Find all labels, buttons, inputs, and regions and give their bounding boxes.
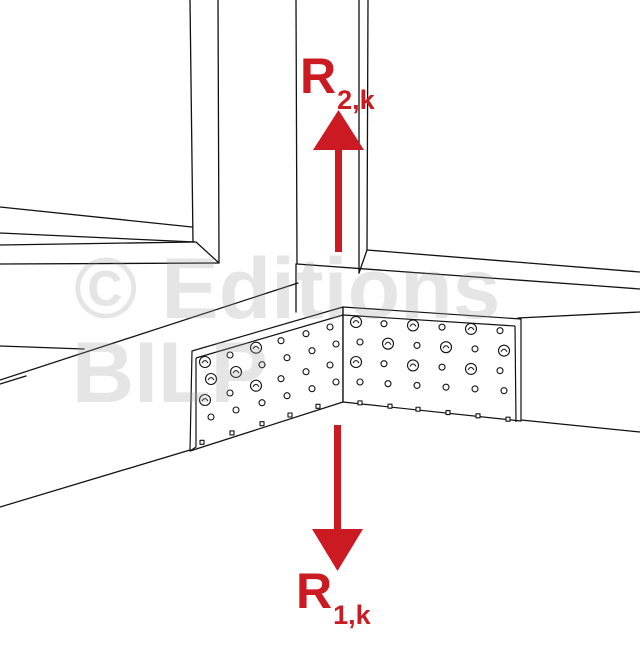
vertical-post bbox=[189, 0, 369, 274]
nail-head bbox=[406, 319, 420, 332]
edge-notch bbox=[445, 409, 451, 416]
edge-notch bbox=[259, 421, 265, 427]
nail-head-mark bbox=[467, 367, 475, 371]
nail-head-mark bbox=[467, 327, 475, 331]
plate-hole bbox=[442, 383, 450, 391]
edge-notch bbox=[475, 413, 481, 419]
plate-hole bbox=[326, 361, 334, 369]
plate-hole bbox=[413, 381, 421, 389]
plate-hole bbox=[283, 354, 291, 362]
plate-hole bbox=[232, 406, 240, 414]
plate-hole bbox=[380, 320, 388, 328]
nail-head bbox=[406, 359, 420, 372]
plate-hole bbox=[258, 361, 266, 369]
plate-hole bbox=[356, 378, 364, 386]
nail-head bbox=[349, 355, 363, 369]
force-arrow-down bbox=[312, 425, 363, 571]
edge-notch bbox=[415, 406, 421, 412]
nail-head-mark bbox=[352, 360, 360, 364]
nail-head-mark bbox=[201, 360, 209, 364]
nail-head bbox=[249, 379, 263, 392]
force-arrow-up bbox=[313, 110, 364, 252]
nail-head bbox=[229, 365, 243, 379]
nail-head-mark bbox=[500, 348, 508, 353]
nail-head bbox=[249, 341, 263, 354]
plate-hole bbox=[413, 341, 421, 349]
plate-hole bbox=[384, 380, 392, 388]
edge-notch bbox=[357, 400, 363, 406]
plate-hole bbox=[283, 392, 291, 400]
nail-head-mark bbox=[207, 377, 215, 381]
nail-head-mark bbox=[442, 345, 450, 349]
edge-notch bbox=[199, 439, 205, 445]
plate-hole bbox=[308, 347, 316, 355]
plate-hole bbox=[308, 385, 316, 393]
plate-hole bbox=[356, 338, 364, 346]
plate-hole bbox=[226, 389, 234, 397]
force-symbol-bottom: R bbox=[296, 563, 333, 619]
nail-head bbox=[464, 362, 478, 375]
plate-hole bbox=[302, 330, 310, 338]
nail-head bbox=[381, 337, 395, 350]
edge-notch bbox=[505, 416, 511, 422]
force-label-bottom: R1,k bbox=[296, 566, 371, 629]
rear-wall-rails bbox=[0, 206, 220, 350]
nail-head-mark bbox=[409, 363, 417, 367]
nail-head-mark bbox=[232, 370, 240, 374]
plate-hole bbox=[332, 378, 340, 386]
nail-head-mark bbox=[252, 345, 260, 350]
nail-head bbox=[497, 344, 511, 357]
force-arrows bbox=[312, 110, 364, 571]
nail-head bbox=[198, 355, 212, 369]
plate-hole bbox=[302, 368, 310, 376]
plate-hole bbox=[226, 351, 234, 359]
force-symbol-top: R bbox=[300, 48, 337, 104]
nail-head-mark bbox=[384, 341, 392, 346]
nail-head bbox=[204, 372, 218, 386]
force-subscript-bottom: 1,k bbox=[333, 600, 371, 630]
nail-head bbox=[349, 315, 363, 329]
plate-hole bbox=[438, 363, 446, 371]
plate-hole bbox=[471, 385, 479, 393]
edge-notch bbox=[315, 403, 321, 409]
angle-bracket-plate bbox=[189, 306, 522, 452]
nail-head-mark bbox=[252, 383, 260, 388]
front-beam bbox=[0, 282, 299, 508]
nail-head-mark bbox=[352, 320, 360, 324]
floor-edge bbox=[0, 375, 27, 385]
edge-notch bbox=[387, 403, 393, 409]
plate-hole bbox=[207, 413, 215, 421]
plate-hole bbox=[277, 375, 285, 383]
plate-hole bbox=[496, 367, 504, 375]
plate-hole bbox=[277, 337, 285, 345]
plate-hole bbox=[332, 340, 340, 348]
plate-hole bbox=[326, 323, 334, 331]
edge-notch bbox=[229, 430, 235, 436]
nail-head-mark bbox=[409, 323, 417, 327]
nail-head bbox=[198, 393, 212, 407]
plate-hole bbox=[380, 360, 388, 368]
plate-hole bbox=[500, 387, 508, 395]
force-label-top: R2,k bbox=[300, 51, 375, 114]
plate-hole bbox=[258, 399, 266, 407]
plate-hole bbox=[496, 327, 504, 335]
nail-head-mark bbox=[201, 398, 209, 402]
nail-head bbox=[439, 341, 453, 354]
force-subscript-top: 2,k bbox=[337, 85, 375, 115]
plate-hole bbox=[438, 323, 446, 331]
edge-notch bbox=[287, 412, 293, 418]
right-beam bbox=[295, 249, 640, 433]
nail-head bbox=[464, 322, 478, 335]
plate-hole bbox=[471, 345, 479, 353]
